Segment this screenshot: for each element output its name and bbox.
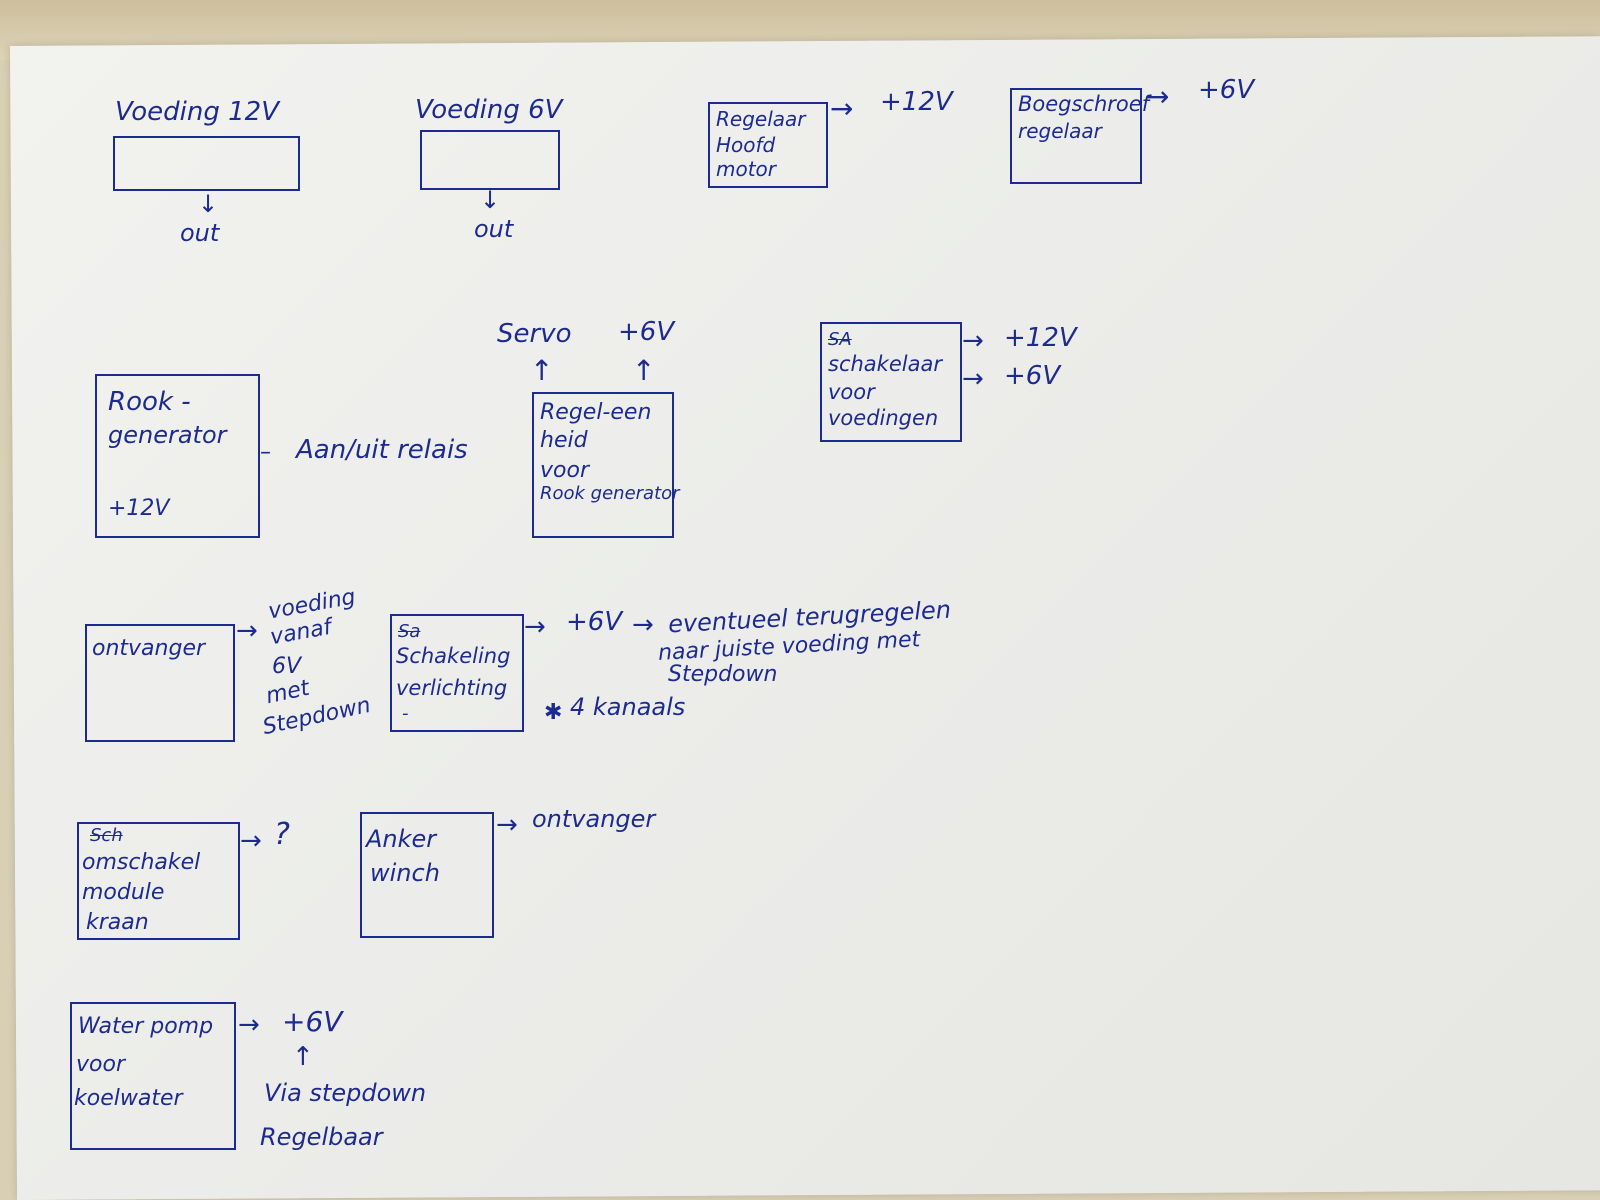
rookgenerator-relais-label: Aan/uit relais [296,435,468,465]
boegschroef-box [1010,88,1142,184]
boegschroef-output: +6V [1198,75,1255,105]
voeding-12v-box [113,136,300,191]
schakeling-line1: Schakeling [396,644,511,668]
rookgenerator-voltage: +12V [108,496,170,521]
regeleenheid-line1: Regel-een [540,400,652,425]
regelaar-hoofdmotor-box [708,102,828,188]
schakelaar-output-6v: +6V [1004,361,1061,391]
schakelaar-line2: voor [828,380,875,404]
schakeling-note4: 4 kanaals [570,693,686,721]
rookgenerator-connector: – [260,440,271,465]
down-arrow-icon: ↓ [198,190,219,218]
waterpomp-note2: Regelbaar [260,1123,383,1151]
omschakel-line1: omschakel [82,850,201,875]
schakeling-line3: - [402,703,409,724]
ontvanger-box [85,624,235,742]
voeding-12v-out: out [180,219,220,247]
rookgenerator-line2: generator [108,421,227,449]
voeding-6v-title: Voeding 6V [415,95,563,125]
schakelaar-line1: schakelaar [828,352,942,376]
waterpomp-note1: Via stepdown [264,1079,427,1107]
up-arrow-icon: ↑ [632,354,656,387]
anker-winch-line1: Anker [366,825,437,853]
regeleenheid-voltage-label: +6V [618,317,675,347]
schakeling-line2: verlichting [396,676,508,700]
right-arrow-icon: → [632,610,654,640]
voeding-6v-out: out [474,215,514,243]
regelaar-hoofdmotor-line2: Hoofd [716,133,776,157]
rookgenerator-line1: Rook - [108,387,191,417]
regeleenheid-line4: Rook generator [540,483,680,504]
down-arrow-icon: ↓ [480,186,501,214]
regelaar-hoofdmotor-output: +12V [880,87,953,117]
ontvanger-note4: met [263,675,312,710]
right-arrow-icon: → [1146,80,1170,113]
schakeling-box [390,614,524,732]
schakeling-output: +6V [566,607,623,637]
waterpomp-line2: voor [76,1052,125,1077]
right-arrow-icon: → [496,810,518,840]
anker-winch-box [360,812,494,938]
schakelaar-struck-text: SA [828,329,852,350]
voeding-6v-box [420,130,560,190]
right-arrow-icon: → [830,92,854,125]
regelaar-hoofdmotor-line1: Regelaar [716,107,806,131]
anker-winch-line2: winch [370,859,440,887]
boegschroef-line1: Boegschroef [1018,92,1150,116]
right-arrow-icon: → [238,1010,260,1040]
schakeling-struck-text: Sa [398,621,421,642]
regeleenheid-box [532,392,674,538]
right-arrow-icon: → [962,326,984,356]
ontvanger-note3: 6V [272,654,302,679]
omschakel-output: ? [274,817,290,852]
omschakel-line2: module [82,880,165,905]
anker-winch-output: ontvanger [532,805,656,833]
up-arrow-icon: ↑ [292,1042,314,1072]
right-arrow-icon: → [236,616,258,646]
regeleenheid-servo-label: Servo [497,319,572,349]
star-icon: ✱ [544,700,563,725]
schakelaar-box [820,322,962,442]
omschakel-line3: kraan [86,910,149,935]
waterpomp-line3: koelwater [74,1086,183,1111]
regeleenheid-line3: voor [540,458,589,483]
schakelaar-line3: voedingen [828,406,939,430]
voeding-12v-title: Voeding 12V [115,97,280,127]
right-arrow-icon: → [962,364,984,394]
rookgenerator-box [95,374,260,538]
omschakel-box [77,822,240,940]
schakelaar-output-12v: +12V [1004,323,1077,353]
waterpomp-box [70,1002,236,1150]
regeleenheid-line2: heid [540,428,588,453]
regelaar-hoofdmotor-line3: motor [716,157,777,181]
right-arrow-icon: → [240,826,262,856]
right-arrow-icon: → [524,612,546,642]
waterpomp-line1: Water pomp [78,1014,214,1039]
up-arrow-icon: ↑ [530,354,554,387]
waterpomp-output: +6V [282,1005,343,1038]
omschakel-struck-text: Sch [90,825,123,846]
ontvanger-label: ontvanger [92,636,206,661]
schakeling-note3: Stepdown [668,662,778,687]
boegschroef-line2: regelaar [1018,119,1102,143]
